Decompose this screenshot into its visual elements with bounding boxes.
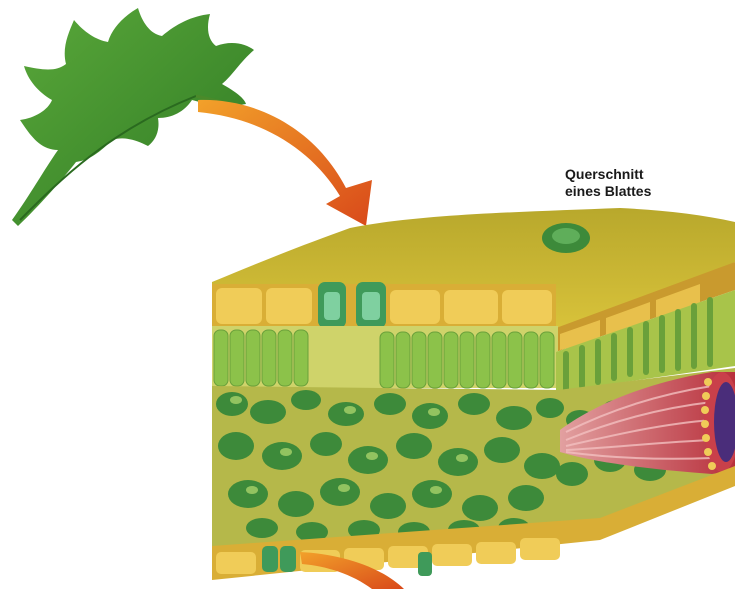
caption-line-1: Querschnitt — [565, 166, 725, 183]
guard-cell-bottom-left — [262, 546, 278, 572]
curved-arrow-icon — [198, 100, 372, 226]
diagram-caption: Querschnitt eines Blattes — [565, 166, 725, 200]
oak-leaf-icon — [12, 8, 254, 226]
caption-line-2: eines Blattes — [565, 183, 725, 200]
